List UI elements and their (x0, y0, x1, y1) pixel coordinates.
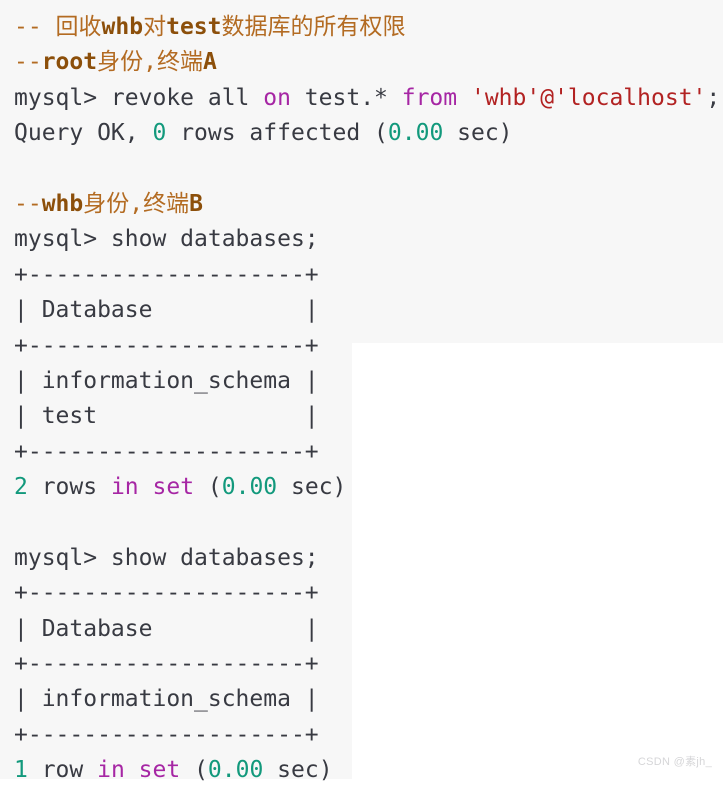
csdn-watermark: CSDN @素jh_ (637, 756, 712, 768)
code-segment-number: 0 (152, 120, 167, 147)
code-segment-keyword: set (138, 757, 181, 784)
code-line: mysql> show databases; (14, 222, 723, 257)
code-segment-default: mysql> show databases; (14, 544, 319, 571)
code-segment-default: rows (27, 474, 111, 501)
code-segment-number: 1 (14, 757, 28, 784)
code-block-background-top (0, 0, 723, 343)
code-line: 1 row in set (0.00 sec) (14, 753, 723, 788)
code-line: Query OK, 0 rows affected (0.00 sec) (14, 116, 723, 151)
code-segment-default (139, 474, 153, 500)
code-segment-comment-bold: root (41, 49, 98, 76)
code-line: +--------------------+ (14, 718, 723, 753)
code-segment-default: sec) (443, 120, 513, 147)
code-segment-comment-bold: whb (101, 14, 144, 40)
code-segment-default: +--------------------+ (14, 580, 319, 607)
code-segment-default (457, 85, 471, 111)
code-line: | Database | (14, 293, 723, 328)
code-segment-comment-bold: A (202, 49, 217, 76)
code-segment-default: +--------------------+ (14, 332, 319, 359)
code-line: | information_schema | (14, 682, 723, 717)
code-segment-comment: -- (14, 190, 42, 217)
code-segment-comment: 身份,终端 (97, 49, 203, 76)
code-segment-default: | Database | (14, 297, 319, 324)
code-line: --root身份,终端A (14, 45, 723, 80)
code-block-background-bottom (0, 343, 352, 779)
code-segment-default: sec) (263, 757, 333, 784)
code-segment-number: 2 (14, 474, 28, 501)
code-segment-comment: -- (14, 49, 42, 76)
code-segment-keyword: in (110, 474, 139, 501)
code-segment-default: test.* (290, 84, 402, 111)
code-segment-default: sec) (277, 474, 347, 501)
code-line: | information_schema | (14, 364, 723, 399)
code-segment-keyword: on (263, 84, 291, 111)
code-line: +--------------------+ (14, 435, 723, 470)
code-segment-comment: -- 回收 (14, 14, 102, 40)
code-line: +--------------------+ (14, 576, 723, 611)
code-segment-string: 'whb'@'localhost' (470, 84, 707, 111)
code-segment-keyword: from (401, 84, 458, 111)
code-segment-comment-bold: whb (41, 190, 84, 217)
code-segment-default: +--------------------+ (14, 438, 319, 465)
code-segment-comment-bold: B (189, 190, 203, 217)
code-line: | Database | (14, 612, 723, 647)
code-segment-default: | information_schema | (14, 686, 319, 713)
code-segment-default: +--------------------+ (14, 651, 319, 678)
code-segment-comment: 数据库的所有权限 (221, 14, 406, 40)
code-line (14, 152, 723, 187)
code-segment-comment: 身份,终端 (83, 190, 190, 217)
code-segment-default: ( (194, 474, 222, 501)
code-segment-default: +--------------------+ (14, 721, 319, 748)
code-line: 2 rows in set (0.00 sec) (14, 470, 723, 505)
code-line: +--------------------+ (14, 329, 723, 364)
code-segment-default: ( (180, 757, 208, 784)
code-segment-keyword: in (97, 757, 125, 784)
code-line: | test | (14, 399, 723, 434)
code-line: mysql> show databases; (14, 541, 723, 576)
code-segment-default (125, 757, 139, 783)
code-segment-default: mysql> show databases; (14, 226, 319, 253)
code-segment-default: | test | (14, 403, 319, 430)
code-segment-default: +--------------------+ (14, 261, 319, 288)
code-segment-number: 0.00 (207, 757, 264, 784)
code-segment-default: ; (706, 84, 721, 111)
code-segment-default: row (27, 757, 98, 784)
code-line: +--------------------+ (14, 647, 723, 682)
code-segment-default: | Database | (14, 615, 319, 642)
code-segment-number: 0.00 (387, 120, 444, 147)
code-line: -- 回收whb对test数据库的所有权限 (14, 10, 723, 45)
code-segment-comment: 对 (143, 14, 167, 40)
code-segment-default: Query OK, (14, 120, 153, 147)
code-segment-default: mysql> revoke all (14, 84, 264, 111)
code-segment-comment-bold: test (166, 14, 222, 40)
code-line (14, 505, 723, 540)
code-segment-number: 0.00 (221, 474, 278, 501)
code-line: mysql> revoke all on test.* from 'whb'@'… (14, 81, 723, 116)
code-segment-default: rows affected ( (166, 120, 388, 147)
code-segment-default: | information_schema | (14, 367, 319, 394)
code-segment-keyword: set (152, 474, 195, 501)
code-line: +--------------------+ (14, 258, 723, 293)
code-line: --whb身份,终端B (14, 187, 723, 222)
